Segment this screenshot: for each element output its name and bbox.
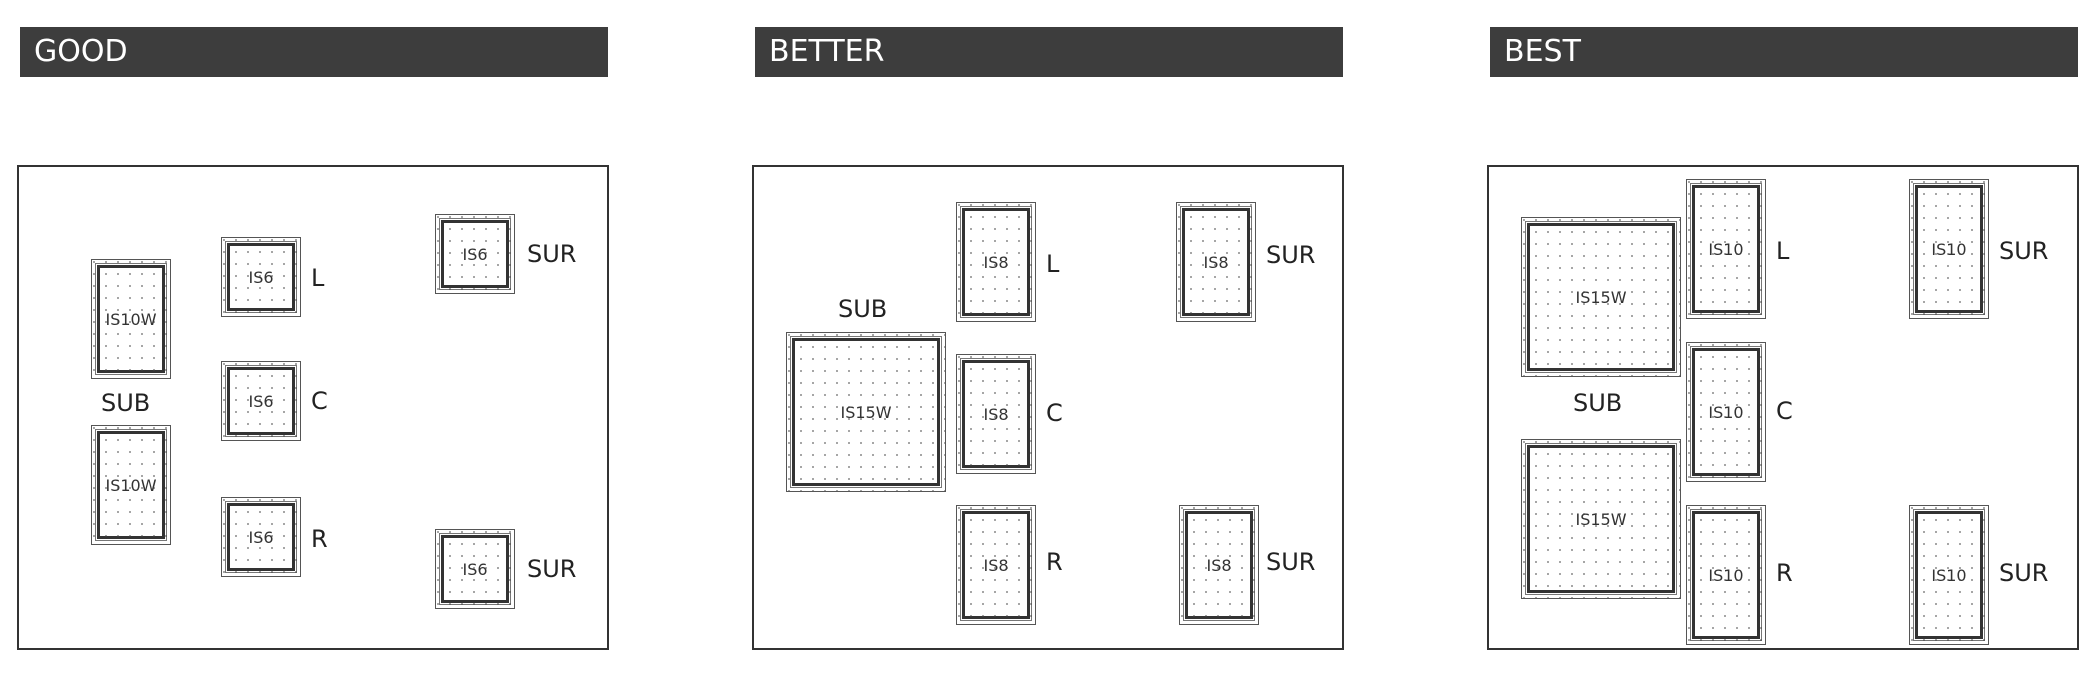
- speaker-surround-bottom: IS8: [1179, 505, 1259, 625]
- label-left: L: [1776, 237, 1790, 265]
- speaker-surround-top: IS6: [435, 214, 515, 294]
- column-best: BEST IS15W SUB IS15W IS10 L IS10 C IS10 …: [1487, 0, 2090, 680]
- speaker-sub-top: IS15W: [1521, 217, 1681, 377]
- speaker-sub-bottom: IS15W: [1521, 439, 1681, 599]
- column-title: GOOD: [20, 27, 608, 77]
- speaker-center: IS8: [956, 354, 1036, 474]
- label-right: R: [311, 525, 328, 553]
- label-left: L: [311, 264, 325, 292]
- speaker-surround-top: IS10: [1909, 179, 1989, 319]
- layout-board: IS10W SUB IS10W IS6 L IS6 C IS6 R IS6 SU…: [17, 165, 609, 650]
- label-sub: SUB: [101, 389, 151, 417]
- speaker-right: IS6: [221, 497, 301, 577]
- label-center: C: [311, 387, 328, 415]
- speaker-right: IS8: [956, 505, 1036, 625]
- speaker-sub-bottom: IS10W: [91, 425, 171, 545]
- label-sub: SUB: [838, 295, 888, 323]
- speaker-left: IS6: [221, 237, 301, 317]
- label-sub: SUB: [1573, 389, 1623, 417]
- speaker-surround-top: IS8: [1176, 202, 1256, 322]
- speaker-surround-bottom: IS6: [435, 529, 515, 609]
- speaker-center: IS10: [1686, 342, 1766, 482]
- label-right: R: [1776, 559, 1793, 587]
- speaker-sub-top: IS10W: [91, 259, 171, 379]
- speaker-center: IS6: [221, 361, 301, 441]
- speaker-sub: IS15W: [786, 332, 946, 492]
- column-better: BETTER SUB IS15W IS8 L IS8 C IS8 R IS8 S…: [752, 0, 1355, 680]
- column-good: GOOD IS10W SUB IS10W IS6 L IS6 C IS6 R I…: [17, 0, 620, 680]
- speaker-right: IS10: [1686, 505, 1766, 645]
- speaker-surround-bottom: IS10: [1909, 505, 1989, 645]
- speaker-left: IS10: [1686, 179, 1766, 319]
- label-surround-top: SUR: [1999, 237, 2049, 265]
- label-right: R: [1046, 548, 1063, 576]
- label-center: C: [1776, 397, 1793, 425]
- layout-board: SUB IS15W IS8 L IS8 C IS8 R IS8 SUR IS8 …: [752, 165, 1344, 650]
- layout-board: IS15W SUB IS15W IS10 L IS10 C IS10 R IS1…: [1487, 165, 2079, 650]
- column-title: BETTER: [755, 27, 1343, 77]
- label-center: C: [1046, 399, 1063, 427]
- column-title: BEST: [1490, 27, 2078, 77]
- speaker-left: IS8: [956, 202, 1036, 322]
- label-left: L: [1046, 250, 1060, 278]
- label-surround-bottom: SUR: [527, 555, 577, 583]
- label-surround-bottom: SUR: [1999, 559, 2049, 587]
- label-surround-bottom: SUR: [1266, 548, 1316, 576]
- label-surround-top: SUR: [527, 240, 577, 268]
- label-surround-top: SUR: [1266, 241, 1316, 269]
